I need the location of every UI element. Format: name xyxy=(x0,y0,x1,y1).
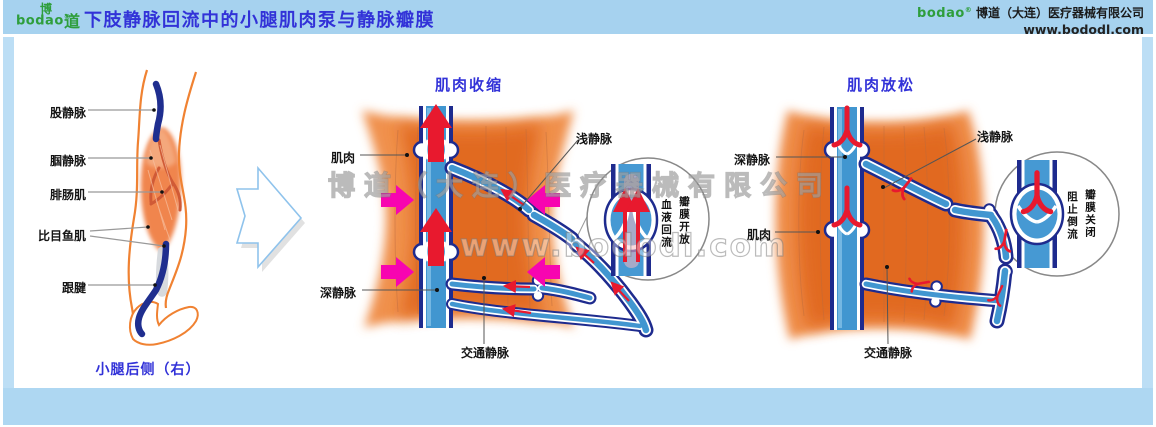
label-perforating-vein-contracted: 交通静脉 xyxy=(461,346,510,360)
inset-label-valve-open: 瓣膜开放 xyxy=(678,196,690,246)
label-popliteal-vein: 腘静脉 xyxy=(49,154,86,168)
inset-label-blood-return: 血液回流 xyxy=(660,199,672,249)
inset-label-valve-closed: 瓣膜关闭 xyxy=(1084,189,1096,239)
relaxation-title: 肌肉放松 xyxy=(846,76,915,94)
relaxation-leader-dots xyxy=(816,155,889,269)
leg-leader-dots xyxy=(146,108,166,287)
header-bar xyxy=(3,0,1153,34)
label-deep-vein-relaxed: 深静脉 xyxy=(734,153,771,167)
label-muscle-contracted: 肌肉 xyxy=(331,151,356,165)
watermark-url: www.bododl.com xyxy=(459,227,788,264)
footer-bar xyxy=(3,388,1153,425)
closed-valve-magnified xyxy=(1009,160,1065,268)
footer-brand: bodao xyxy=(917,6,965,21)
inset-label-stop-backflow: 阻止倒流 xyxy=(1066,191,1078,241)
foot-outline xyxy=(128,300,199,346)
superficial-perforating-veins-relaxed xyxy=(858,156,1014,329)
contracted-muscle-fibers xyxy=(394,125,553,315)
footer-company-line: bodao® 博道（大连）医疗器械有限公司 xyxy=(917,2,1144,22)
lower-vein-shape xyxy=(134,240,170,338)
footer-company: 博道（大连）医疗器械有限公司 xyxy=(975,6,1144,20)
thin-flow-arrows xyxy=(500,188,630,318)
logo-brand-text: bodao® xyxy=(16,13,71,28)
contraction-title: 肌肉收缩 xyxy=(434,76,503,94)
leg-diagram xyxy=(88,69,199,346)
right-frame-strip xyxy=(1142,37,1153,388)
leg-leader-lines xyxy=(88,109,165,286)
leg-caption: 小腿后侧（右） xyxy=(95,362,201,378)
deep-vein-relaxed xyxy=(823,107,871,330)
relaxation-diagram xyxy=(775,107,1120,345)
footer-registered-mark: ® xyxy=(964,6,972,14)
contraction-leader-lines xyxy=(360,139,579,344)
muscle-fiber-lines xyxy=(147,144,179,241)
leg-contour-right xyxy=(164,71,198,309)
relaxed-muscle-fibers xyxy=(798,125,950,323)
label-muscle-relaxed: 肌肉 xyxy=(747,228,772,242)
superficial-perforating-veins-contracted xyxy=(444,160,654,338)
label-femoral-vein: 股静脉 xyxy=(49,106,86,120)
transition-arrow-shape xyxy=(235,165,303,270)
left-frame-strip xyxy=(3,37,14,388)
transition-arrow xyxy=(235,165,305,272)
contraction-diagram xyxy=(360,104,710,344)
femoral-vein-shape xyxy=(152,80,164,143)
logo-registered-mark: ® xyxy=(63,13,72,21)
watermark-company: 博道（大连）医疗器械有限公司 xyxy=(327,170,832,202)
label-gastrocnemius: 腓肠肌 xyxy=(49,188,86,202)
logo-char-top: 博 xyxy=(40,2,53,16)
logo-brand-word: bodao xyxy=(16,13,64,29)
open-valve-magnified xyxy=(603,164,659,276)
page-title: 下肢静脉回流中的小腿肌肉泵与静脉瓣膜 xyxy=(84,10,435,31)
muscle-vein-branches xyxy=(149,138,182,212)
label-soleus: 比目鱼肌 xyxy=(37,229,86,243)
label-perforating-vein-relaxed: 交通静脉 xyxy=(864,346,913,360)
contraction-leader-dots xyxy=(405,153,522,292)
label-superficial-vein-contracted: 浅静脉 xyxy=(576,132,613,146)
bodao-logo: 博 bodao® 道 xyxy=(14,1,84,33)
footer-content: bodao® 博道（大连）医疗器械有限公司 www.bododl.com xyxy=(917,2,1144,38)
footer-url: www.bododl.com xyxy=(1023,22,1144,37)
logo-char-side: 道 xyxy=(64,12,81,31)
label-deep-vein-contracted: 深静脉 xyxy=(320,286,357,300)
label-achilles-tendon: 跟腱 xyxy=(61,281,86,295)
relaxation-leader-lines xyxy=(775,138,977,345)
label-superficial-vein-relaxed: 浅静脉 xyxy=(977,130,1014,144)
